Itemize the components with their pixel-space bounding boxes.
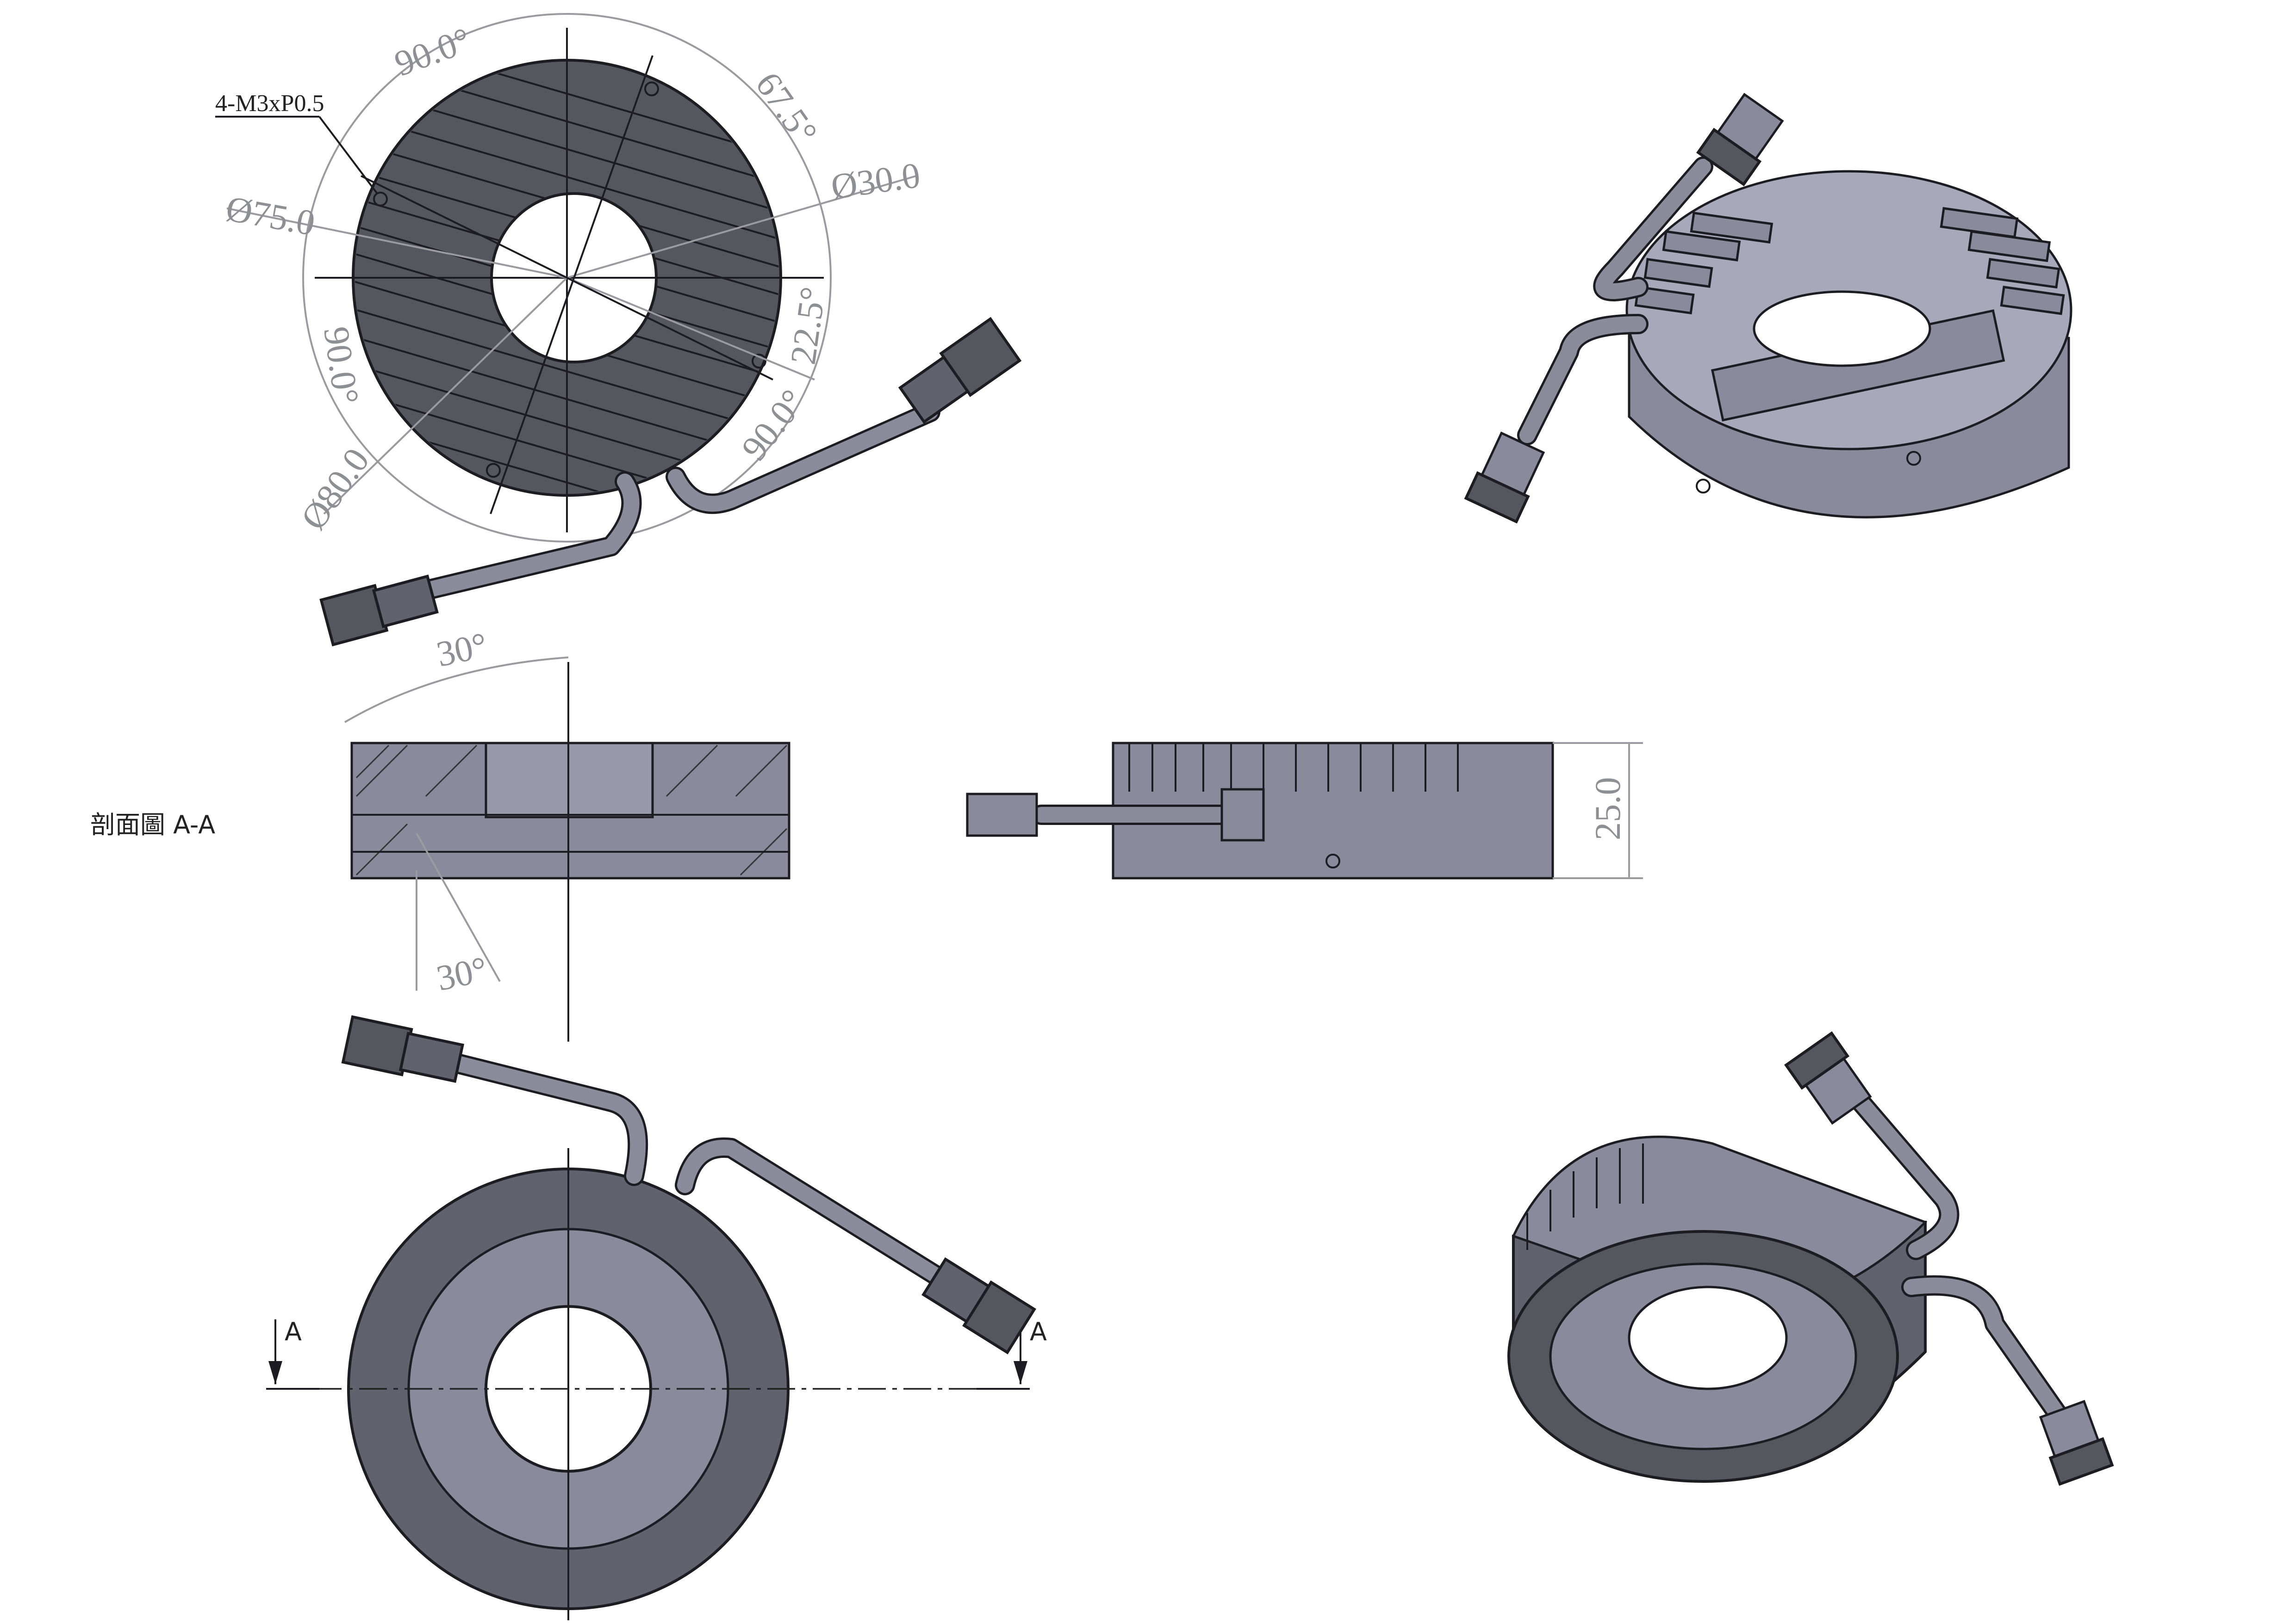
section-hatching — [355, 744, 788, 876]
section-angle-bottom: 30° — [433, 949, 491, 999]
dim-dia-75: Ø75.0 — [223, 188, 318, 243]
top-view: 4-M3xP0.5 90.0° 67.5° Ø30.0 Ø75.0 22.5° … — [215, 13, 1022, 647]
side-view: 25.0 — [966, 742, 1643, 880]
section-angle-top: 30° — [433, 625, 491, 675]
section-mark-left: A — [285, 1317, 302, 1346]
side-fins — [1128, 743, 1459, 792]
section-mark-right: A — [1030, 1317, 1047, 1346]
dim-angle-right: 22.5° — [783, 284, 833, 367]
dimension-leader — [323, 277, 568, 515]
side-connector-2 — [1220, 788, 1265, 842]
iso-bottom-fins — [1526, 1143, 1644, 1250]
iso-connector-left — [1464, 431, 1545, 524]
side-height: 25.0 — [1587, 777, 1628, 841]
iso-view-bottom — [1507, 1031, 2114, 1486]
mount-hole — [752, 354, 766, 369]
iso-view-top — [1464, 93, 2072, 524]
diagonal-line — [490, 55, 653, 514]
dim-dia-inner: Ø30.0 — [828, 155, 922, 207]
section-label: 剖面圖 A-A — [90, 810, 215, 839]
connector-left — [319, 575, 439, 647]
diagonal-line — [361, 175, 773, 381]
callout-leader — [318, 116, 378, 194]
cable-left — [406, 471, 642, 603]
iso-mount-hole — [1906, 451, 1921, 466]
bottom-connector-left — [341, 1015, 465, 1083]
dim-dia-80: Ø80.0 — [293, 441, 377, 537]
bottom-view: A A — [266, 1015, 1047, 1620]
side-connector — [966, 793, 1038, 837]
iso-connector-top — [1696, 93, 1784, 187]
angle-arc-top — [344, 656, 569, 723]
hole-callout: 4-M3xP0.5 — [215, 90, 324, 117]
angle-leader — [416, 833, 501, 982]
section-view: 剖面圖 A-A 30° 30° — [90, 625, 790, 1042]
iso-bottom-connector-bottom — [2039, 1399, 2114, 1486]
dim-angle-right-top: 67.5° — [748, 65, 825, 151]
connector-right — [898, 317, 1022, 424]
cut-arrowhead-left — [268, 1361, 282, 1384]
dimension-circle-outer — [302, 13, 832, 543]
iso-bottom-connector-top — [1784, 1031, 1872, 1125]
side-mount-hole — [1325, 854, 1340, 868]
cut-arrowhead-right — [1014, 1361, 1027, 1384]
dim-angle-left: 90.0° — [316, 324, 367, 406]
bottom-connector-right — [921, 1257, 1036, 1355]
iso-bottom-hole — [1628, 1286, 1788, 1390]
dimension-leader — [566, 175, 917, 279]
mount-hole — [644, 81, 659, 96]
iso-center-hole — [1753, 290, 1931, 367]
dim-angle-top: 90.0° — [389, 19, 476, 84]
iso-mount-hole — [1696, 479, 1711, 493]
mount-hole — [373, 192, 388, 206]
dimension-leader — [566, 277, 815, 381]
mount-hole — [486, 463, 501, 478]
dimension-leader — [226, 207, 567, 279]
